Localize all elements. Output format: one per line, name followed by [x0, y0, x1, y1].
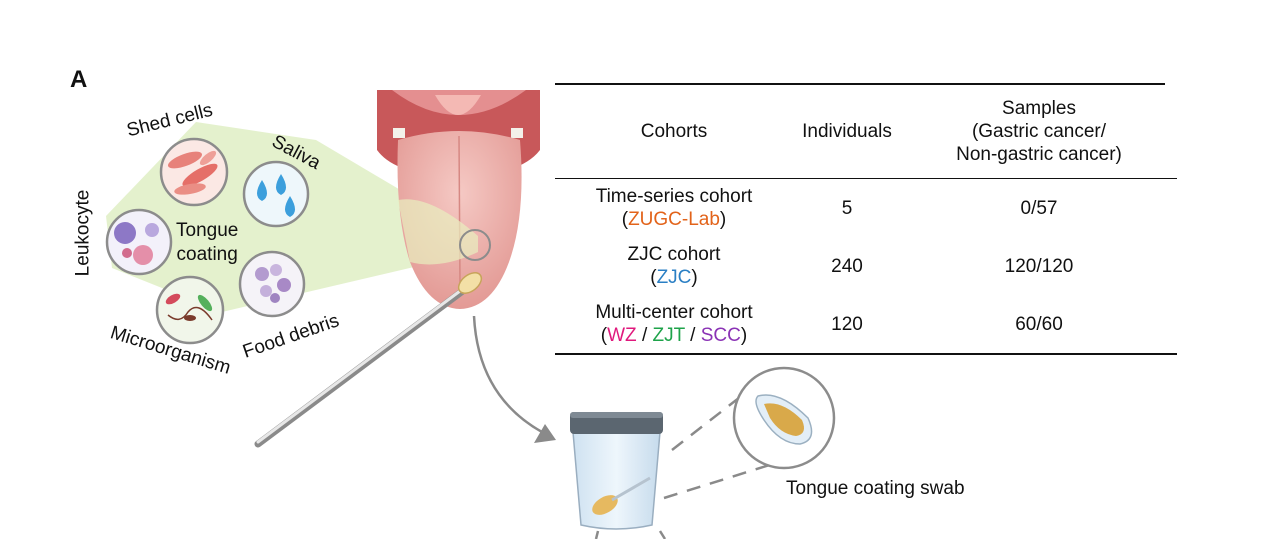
label-tongue-coating-line-2: coating	[176, 244, 238, 265]
individuals-cell: 240	[831, 255, 863, 277]
cohort-name: Multi-center cohort	[595, 302, 753, 323]
cohort-cell: Multi-center cohort (WZ / ZJT / SCC)	[555, 295, 793, 355]
shed-cells-icon	[159, 137, 229, 207]
samples-cell: 60/60	[901, 295, 1177, 355]
label-tongue-coating-swab: Tongue coating swab	[786, 478, 965, 499]
table-header-row: Cohorts Individuals Samples (Gastric can…	[555, 84, 1177, 179]
swab-magnified-icon	[732, 366, 836, 470]
samples-cell: 120/120	[1004, 255, 1074, 277]
individuals-cell: 120	[793, 295, 901, 355]
flow-arrow	[472, 315, 556, 443]
cohort-source: (ZUGC-Lab)	[621, 209, 727, 230]
cohort-source: (ZJC)	[650, 267, 698, 288]
food-debris-icon	[238, 250, 306, 318]
sample-container-icon	[570, 412, 663, 530]
header-samples-line-2: (Gastric cancer/	[971, 120, 1107, 142]
cohort-name: Time-series cohort	[595, 186, 753, 207]
label-tongue-coating: Tongue coating	[176, 219, 238, 267]
swab-stick-icon	[254, 272, 483, 448]
samples-cell: 0/57	[1020, 197, 1058, 219]
table-row: ZJC cohort (ZJC) 240 120/120	[555, 237, 1177, 295]
cohort-cell: ZJC cohort (ZJC)	[555, 237, 793, 295]
table-row: Time-series cohort (ZUGC-Lab) 5 0/57	[555, 179, 1177, 238]
source-scc: SCC	[700, 325, 741, 346]
label-leukocyte: Leukocyte	[72, 189, 94, 277]
header-samples-line-3: Non-gastric cancer)	[956, 143, 1122, 165]
tongue-icon	[377, 90, 540, 309]
panel-label: A	[70, 66, 88, 93]
source-zjc: ZJC	[656, 267, 692, 288]
source-wz: WZ	[607, 325, 637, 346]
leukocyte-icon	[105, 208, 173, 276]
source-zugc-lab: ZUGC-Lab	[628, 209, 720, 230]
cohort-table: Cohorts Individuals Samples (Gastric can…	[555, 84, 1177, 355]
cohort-name: ZJC cohort	[627, 244, 721, 265]
source-zjt: ZJT	[652, 325, 685, 346]
microorganism-icon	[155, 275, 225, 345]
header-cohorts: Cohorts	[555, 84, 793, 179]
table-row: Multi-center cohort (WZ / ZJT / SCC) 120…	[555, 295, 1177, 355]
zoom-lines	[594, 393, 793, 539]
individuals-cell: 5	[841, 197, 853, 219]
label-tongue-coating-line-1: Tongue	[176, 220, 239, 241]
header-samples-line-1: Samples	[1002, 97, 1076, 119]
cohort-cell: Time-series cohort (ZUGC-Lab)	[555, 179, 793, 238]
header-samples: Samples (Gastric cancer/ Non-gastric can…	[901, 84, 1177, 179]
cohort-source: (WZ / ZJT / SCC)	[600, 325, 748, 346]
saliva-drops-icon	[242, 160, 310, 228]
header-individuals: Individuals	[793, 84, 901, 179]
